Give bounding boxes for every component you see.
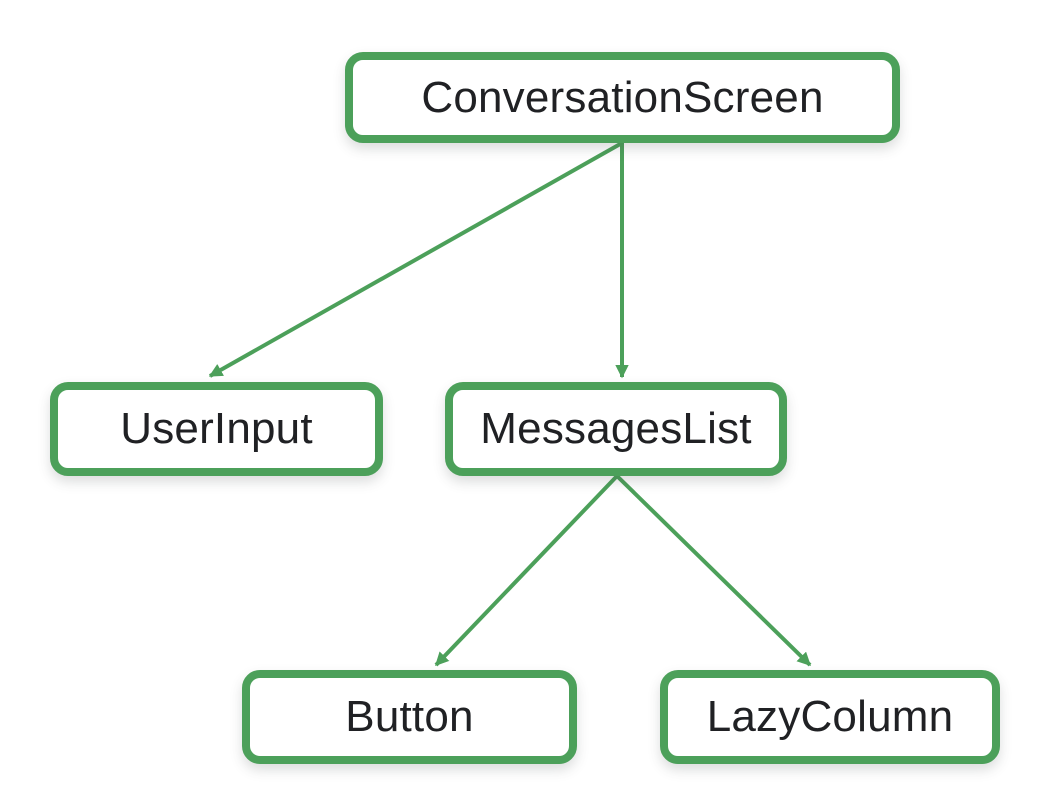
node-userinput: UserInput [50, 382, 383, 476]
node-conversationscreen: ConversationScreen [345, 52, 900, 143]
node-userinput-label: UserInput [120, 404, 313, 453]
edge-messageslist-to-lazycolumn [615, 474, 812, 667]
edge-messageslist-to-button [434, 474, 619, 667]
node-button: Button [242, 670, 577, 764]
node-messageslist-label: MessagesList [480, 404, 752, 453]
edge-conversationscreen-to-userinput [208, 141, 623, 378]
node-conversationscreen-label: ConversationScreen [421, 72, 824, 122]
node-lazycolumn-label: LazyColumn [706, 692, 954, 741]
node-button-label: Button [345, 692, 474, 741]
node-messageslist: MessagesList [445, 382, 787, 476]
node-lazycolumn: LazyColumn [660, 670, 1000, 764]
